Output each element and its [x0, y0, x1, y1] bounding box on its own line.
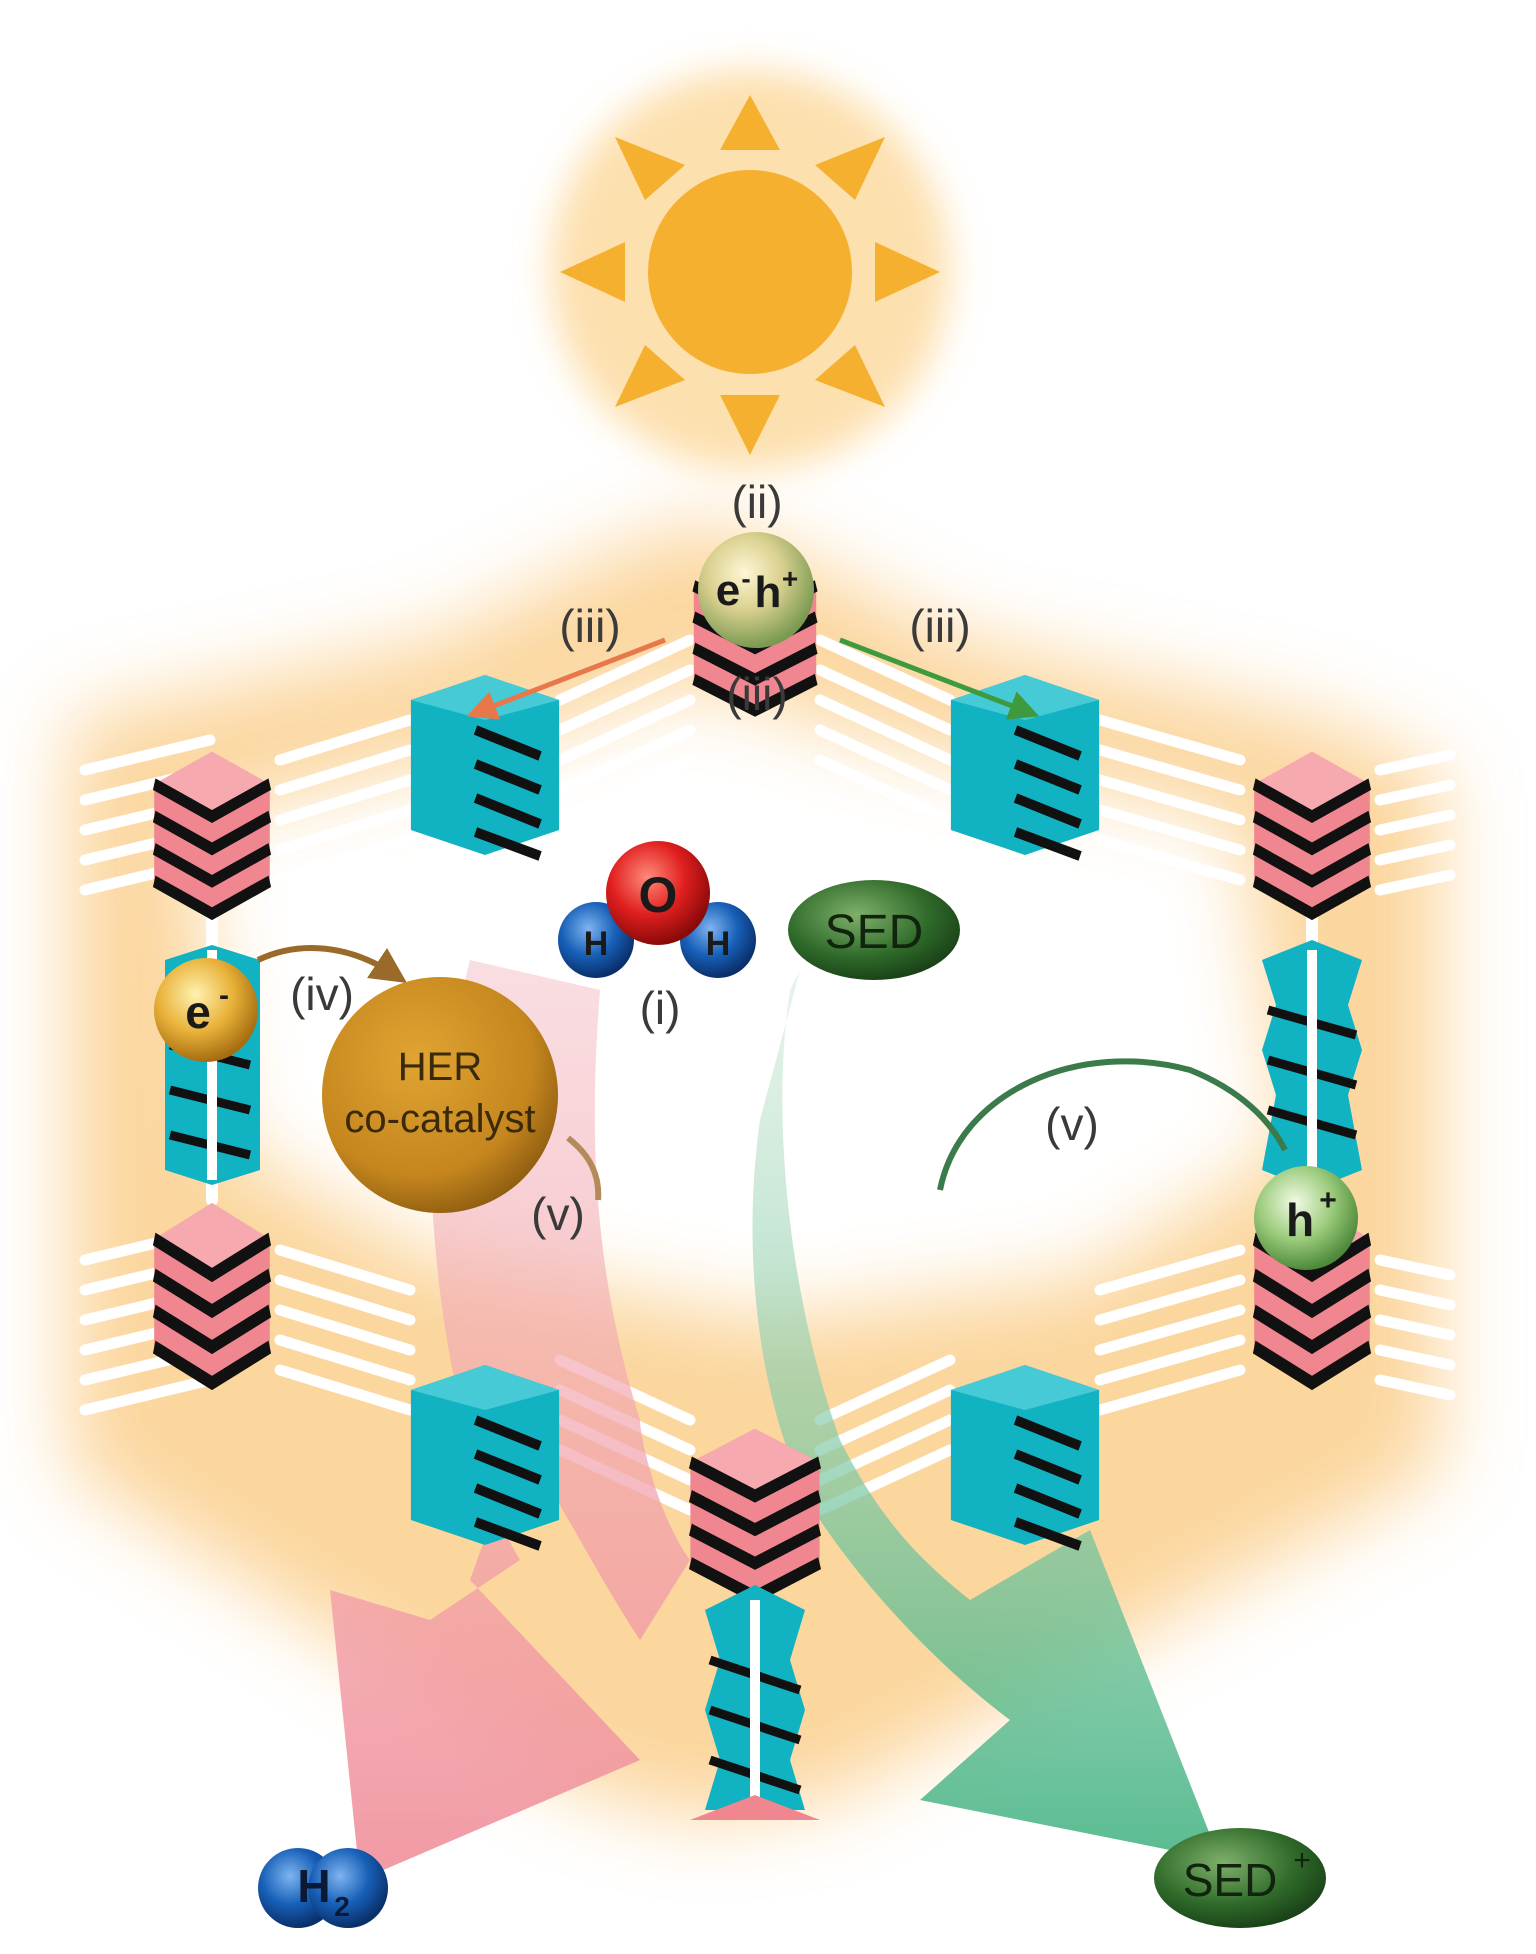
water-molecule-icon: O H H [558, 841, 756, 978]
teal-stack-bottom-left [411, 1365, 559, 1546]
svg-text:SED: SED [1183, 1854, 1278, 1906]
step-ii-label: (ii) [731, 476, 782, 528]
svg-text:+: + [782, 563, 798, 594]
electron-hole-pair: e - h + [698, 532, 814, 648]
svg-text:e: e [716, 566, 740, 615]
svg-text:H: H [297, 1860, 330, 1912]
teal-stack-bottom-right [951, 1365, 1099, 1546]
teal-connector-bottom [690, 1585, 820, 1820]
teal-stack-top-left [411, 675, 559, 856]
step-iii-label-center: (iii) [726, 668, 787, 720]
reduction-arc [566, 1135, 602, 1201]
charge-separation-arrow-right [839, 637, 1040, 720]
sed-oxidation-stream [752, 970, 1220, 1860]
svg-text:O: O [639, 867, 678, 923]
svg-text:co-catalyst: co-catalyst [344, 1097, 535, 1141]
step-v-label-left: (v) [531, 1188, 585, 1240]
svg-text:2: 2 [334, 1891, 350, 1922]
teal-connector-right [1262, 940, 1362, 1190]
svg-text:-: - [219, 979, 229, 1012]
sed-molecule: SED [788, 880, 960, 980]
svg-text:+: + [1319, 1184, 1337, 1217]
pink-stack-top-right [1254, 752, 1370, 914]
step-v-label-right: (v) [1045, 1098, 1099, 1150]
svg-text:h: h [755, 568, 782, 617]
hydrogen-molecule-icon: H 2 [258, 1848, 388, 1928]
pink-stack-top-left [154, 752, 270, 914]
svg-text:H: H [706, 925, 731, 963]
sun-icon [560, 95, 940, 455]
step-iv-label: (iv) [290, 968, 354, 1020]
svg-text:-: - [741, 563, 750, 594]
electron-transfer-arrow [256, 945, 407, 983]
her-cocatalyst: HER co-catalyst [322, 977, 558, 1213]
step-iii-label-left: (iii) [559, 600, 620, 652]
svg-text:+: + [1293, 1844, 1311, 1877]
sed-plus-molecule: SED + [1154, 1828, 1326, 1928]
hole-transfer-arc [937, 1058, 1288, 1191]
svg-text:HER: HER [398, 1045, 482, 1089]
pink-stack-bottom-center [690, 1429, 819, 1597]
step-i-label: (i) [640, 982, 681, 1034]
step-iii-label-right: (iii) [909, 600, 970, 652]
electron-ball: e - [154, 958, 258, 1062]
teal-stack-top-right [951, 675, 1099, 856]
charge-separation-arrow-left [466, 637, 666, 720]
svg-text:e: e [185, 986, 211, 1038]
svg-text:H: H [584, 925, 609, 963]
svg-text:h: h [1286, 1194, 1314, 1246]
svg-text:SED: SED [825, 906, 924, 959]
pink-stack-bottom-left [154, 1203, 270, 1383]
hole-ball: h + [1254, 1166, 1358, 1270]
